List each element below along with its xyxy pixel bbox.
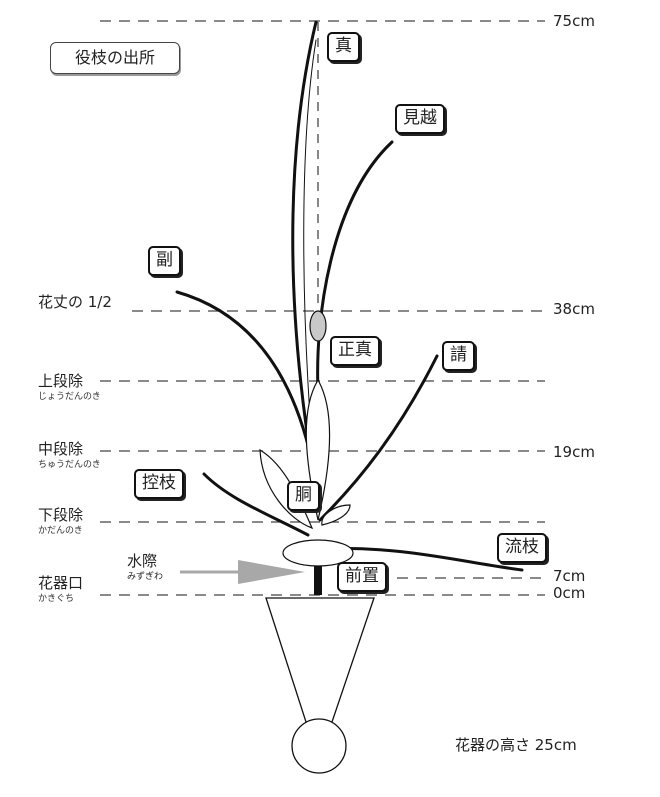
vase xyxy=(265,597,375,774)
diagram-title: 役枝の出所 xyxy=(50,42,180,74)
height-19cm: 19cm xyxy=(553,443,595,461)
lower-level-reading: かだんのき xyxy=(38,526,83,536)
tag-do: 胴 xyxy=(287,481,320,511)
tag-soe: 副 xyxy=(148,246,181,276)
branch-mikoshi xyxy=(316,140,394,392)
half-height-label: 花丈の 1/2 xyxy=(38,293,112,311)
leaf-right-low xyxy=(321,504,351,526)
branch-uke xyxy=(318,354,439,522)
height-7cm: 7cm xyxy=(553,567,586,585)
vase-mouth-label: 花器口 xyxy=(38,574,84,592)
height-75cm: 75cm xyxy=(553,12,595,30)
water-line-reading: みずぎわ xyxy=(127,572,164,582)
tag-uke: 請 xyxy=(442,341,475,371)
vase-body xyxy=(265,597,375,723)
tag-maeoki: 前置 xyxy=(337,562,387,592)
water-line-label: 水際 xyxy=(127,552,158,570)
vase-base xyxy=(291,718,347,774)
water-arrow xyxy=(180,560,305,584)
middle-level-reading: ちゅうだんのき xyxy=(38,460,101,470)
tag-mikoshi: 見越 xyxy=(395,104,445,134)
tag-shin: 真 xyxy=(327,32,360,62)
branch-hikae xyxy=(202,472,310,537)
height-38cm: 38cm xyxy=(553,300,595,318)
upper-level-label: 上段除 xyxy=(38,372,84,390)
kenzan-stem xyxy=(314,566,322,595)
branch-shin xyxy=(291,20,318,467)
level-lines xyxy=(100,20,545,596)
tag-nagashi: 流枝 xyxy=(497,533,547,563)
vase-mouth-reading: かきぐち xyxy=(38,594,75,604)
branches xyxy=(175,20,524,572)
tag-shoshin: 正真 xyxy=(330,336,380,366)
leaf-shoshin xyxy=(309,310,327,342)
height-0cm: 0cm xyxy=(553,584,586,602)
branch-soe xyxy=(175,290,314,464)
middle-level-label: 中段除 xyxy=(38,440,84,458)
upper-level-reading: じょうだんのき xyxy=(38,392,101,402)
vase-height-label: 花器の高さ 25cm xyxy=(455,736,577,754)
lower-level-label: 下段除 xyxy=(38,506,84,524)
tag-hikae: 控枝 xyxy=(134,469,184,499)
